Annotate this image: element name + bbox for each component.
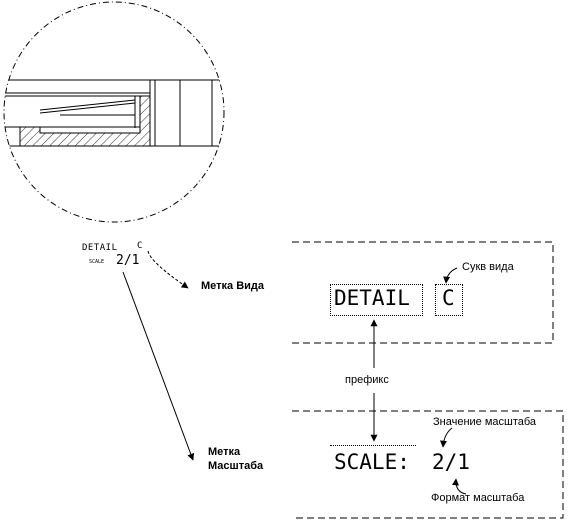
scale-value-arrow [439, 427, 453, 448]
detail-circle [3, 1, 225, 223]
scale-label-callout-line1: Метка [208, 446, 241, 458]
view-label-callout: Метка Вида [201, 280, 265, 292]
scale-value-note: Значение масштаба [433, 416, 537, 428]
scale-word-dotline [330, 445, 416, 446]
section-geometry [4, 79, 224, 147]
small-scale-word: SCALE [89, 259, 105, 265]
large-scale-value: 2/1 [432, 450, 470, 474]
scale-label-frame [292, 410, 564, 519]
small-detail-letter: C [137, 241, 143, 251]
view-letter-arrow [443, 267, 458, 284]
detail-word-box [330, 284, 423, 316]
detail-letter-box [435, 284, 463, 316]
large-detail-word: DETAIL [334, 286, 410, 310]
large-scale-word: SCALE: [334, 450, 410, 474]
view-label-frame [292, 241, 554, 344]
prefix-note: префикс [345, 374, 389, 386]
small-detail-word: DETAIL [82, 243, 118, 253]
scale-format-note: Формат масштаба [431, 492, 525, 504]
view-letter-note: Сукв вида [462, 261, 514, 273]
view-label-leader [147, 250, 189, 289]
scale-label-callout-line2: Масштаба [208, 460, 264, 472]
small-scale-value: 2/1 [116, 253, 140, 268]
scale-label-leader [122, 271, 195, 461]
large-detail-letter: C [442, 286, 455, 310]
scale-format-arrow [452, 478, 467, 495]
